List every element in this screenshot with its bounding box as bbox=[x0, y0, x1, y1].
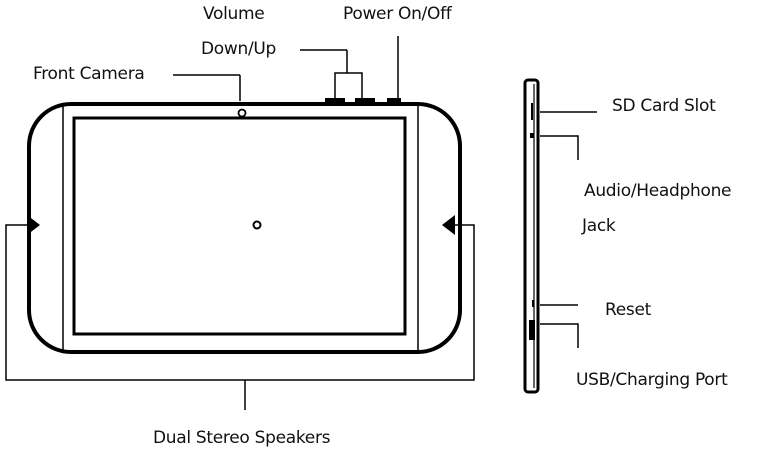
front-camera-lens bbox=[237, 108, 247, 118]
volume-up-button bbox=[355, 98, 375, 104]
speakers-label: Dual Stereo Speakers bbox=[153, 428, 331, 448]
tablet-side-outline bbox=[523, 78, 540, 394]
sd-card-label: SD Card Slot bbox=[612, 96, 716, 116]
audio-leader bbox=[540, 135, 579, 160]
home-dot bbox=[252, 220, 262, 230]
volume-label-line2: Down/Up bbox=[201, 39, 277, 59]
volume-label-line1: Volume bbox=[203, 4, 265, 24]
usb-port-mark bbox=[529, 320, 535, 340]
speakers-leader bbox=[5, 224, 475, 381]
usb-label: USB/Charging Port bbox=[576, 370, 728, 390]
power-button bbox=[387, 98, 401, 104]
volume-bracket bbox=[334, 72, 363, 98]
left-speaker-arrow bbox=[27, 215, 40, 235]
right-speaker-arrow bbox=[442, 215, 455, 235]
usb-leader bbox=[540, 323, 579, 348]
audio-label-line1: Audio/Headphone bbox=[584, 181, 732, 201]
power-label: Power On/Off bbox=[343, 4, 452, 24]
tablet-screen bbox=[72, 116, 407, 336]
reset-label: Reset bbox=[605, 300, 651, 320]
audio-jack-mark bbox=[530, 133, 534, 138]
front-camera-label: Front Camera bbox=[33, 64, 145, 84]
audio-label-line2: Jack bbox=[582, 216, 616, 236]
volume-down-button bbox=[325, 98, 345, 104]
